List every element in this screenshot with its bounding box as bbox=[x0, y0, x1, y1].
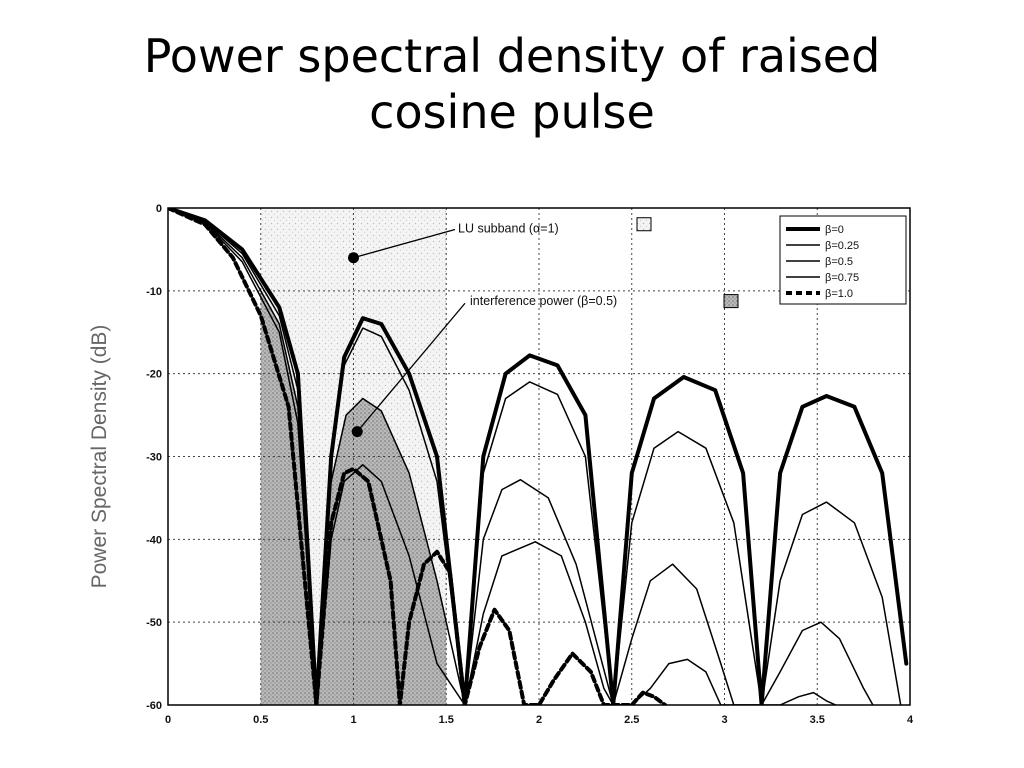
x-tick-label: 2 bbox=[536, 714, 542, 726]
y-tick-label: -60 bbox=[146, 700, 162, 712]
x-tick-label: 4 bbox=[907, 714, 914, 726]
legend-label: β=1.0 bbox=[825, 288, 853, 300]
x-tick-label: 0.5 bbox=[253, 714, 268, 726]
slide-title-line2: cosine pulse bbox=[369, 85, 655, 139]
legend-label: β=0 bbox=[825, 224, 844, 236]
x-tick-label: 2.5 bbox=[624, 714, 639, 726]
legend-label: β=0.5 bbox=[825, 256, 853, 268]
axes-frame bbox=[167, 207, 911, 706]
legend-label: β=0.75 bbox=[825, 272, 859, 284]
y-tick-label: -50 bbox=[146, 617, 162, 629]
annotation-text: LU subband (α=1) bbox=[458, 222, 559, 236]
y-axis-label: Power Spectral Density (dB) bbox=[88, 325, 111, 589]
y-tick-label: -10 bbox=[146, 286, 162, 298]
x-tick-label: 3.5 bbox=[810, 714, 825, 726]
annotation-text: interference power (β=0.5) bbox=[470, 294, 617, 308]
y-tick-label: -20 bbox=[146, 369, 162, 381]
legend-label: β=0.25 bbox=[825, 240, 859, 252]
series-line-4 bbox=[168, 208, 668, 705]
series-line-0 bbox=[168, 208, 909, 705]
y-tick-label: -30 bbox=[146, 452, 162, 464]
annotation-arrow bbox=[353, 228, 456, 259]
x-tick-label: 1 bbox=[350, 714, 356, 726]
slide-title-line1: Power spectral density of raised bbox=[143, 29, 881, 83]
series-line-3 bbox=[168, 208, 837, 705]
series-line-1 bbox=[168, 208, 902, 705]
y-tick-label: -40 bbox=[146, 534, 162, 546]
annotation-arrow bbox=[356, 302, 466, 433]
x-tick-label: 1.5 bbox=[439, 714, 454, 726]
x-tick-label: 3 bbox=[721, 714, 727, 726]
x-tick-label: 0 bbox=[165, 714, 171, 726]
annotation-swatch bbox=[636, 217, 652, 232]
annotation-swatch bbox=[723, 294, 739, 309]
slide-title: Power spectral density of raised cosine … bbox=[40, 28, 984, 140]
y-tick-label: 0 bbox=[156, 203, 162, 215]
